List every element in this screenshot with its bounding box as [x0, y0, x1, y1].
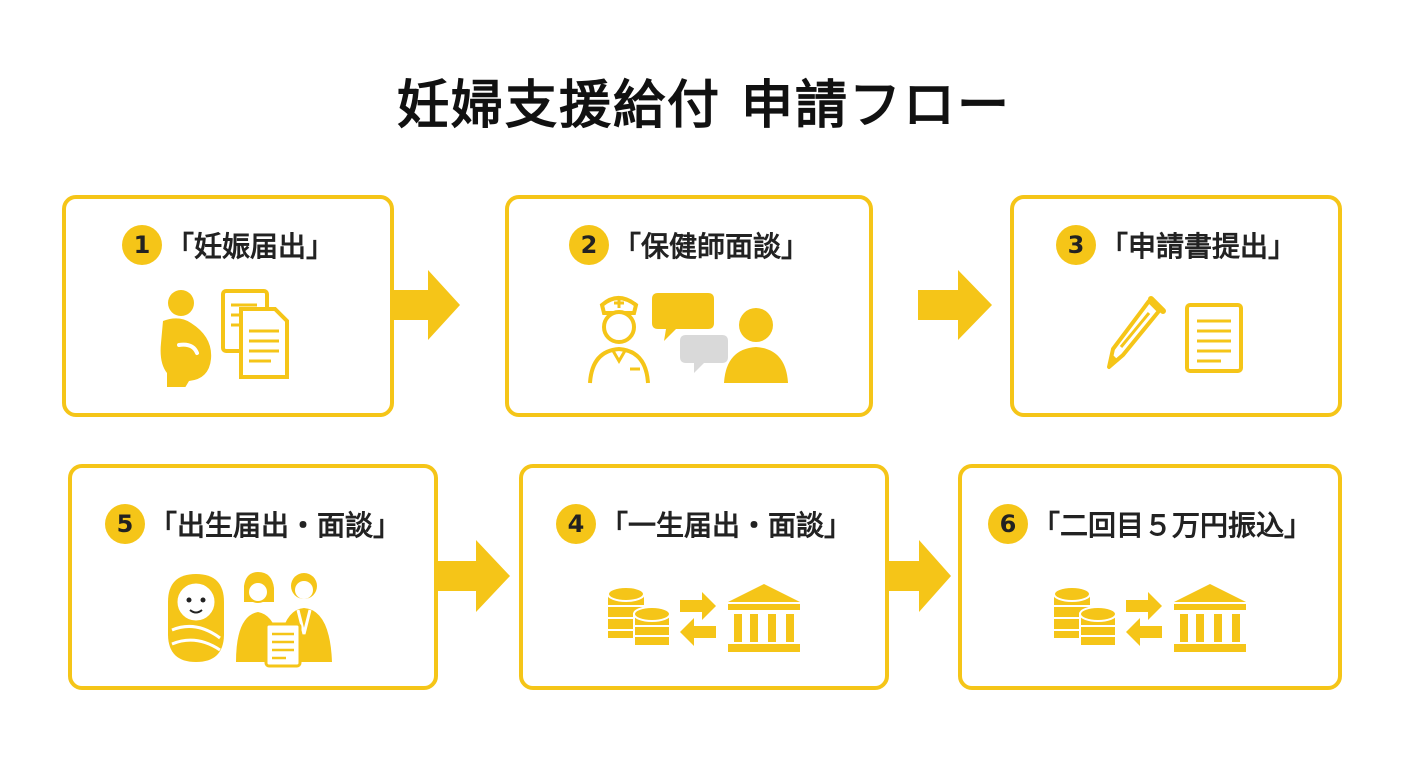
step-number-badge: 5	[104, 504, 145, 544]
step-header: 1 「妊娠届出」	[66, 225, 390, 265]
step-label: 「妊娠届出」	[165, 230, 334, 263]
step-icons	[1014, 295, 1338, 379]
page-title: 妊婦支援給付 申請フロー	[396, 76, 1012, 136]
coins-icon	[607, 586, 671, 647]
baby-icon	[168, 574, 224, 662]
step-icons	[72, 568, 434, 668]
step-label: 「申請書提出」	[1099, 230, 1296, 263]
step-header: 3 「申請書提出」	[1014, 225, 1338, 265]
exchange-arrows-icon	[680, 592, 716, 646]
bank-icon	[1174, 584, 1246, 652]
step-card-6: 6 「二回目５万円振込」	[958, 464, 1342, 690]
step-header: 5 「出生届出・面談」	[72, 504, 434, 544]
chat-bubbles-icon	[652, 293, 728, 373]
step-number-badge: 4	[555, 504, 596, 544]
step-card-5: 5 「出生届出・面談」	[68, 464, 438, 690]
exchange-arrows-icon	[1126, 592, 1162, 646]
step-header: 6 「二回目５万円振込」	[962, 504, 1338, 544]
document-icon	[1185, 303, 1243, 373]
flow-arrow-icon	[918, 270, 992, 340]
step-card-1: 1 「妊娠届出」	[62, 195, 394, 417]
step-header: 4 「一生届出・面談」	[523, 504, 885, 544]
step-number-badge: 2	[568, 225, 609, 265]
step-card-2: 2 「保健師面談」	[505, 195, 873, 417]
step-icons	[962, 580, 1338, 656]
pen-icon	[1107, 296, 1166, 369]
step-number-badge: 3	[1055, 225, 1096, 265]
step-card-3: 3 「申請書提出」	[1010, 195, 1342, 417]
coins-icon	[1053, 586, 1117, 647]
step-label: 「二回目５万円振込」	[1031, 509, 1312, 542]
step-number-badge: 1	[121, 225, 162, 265]
flow-arrow-icon	[438, 540, 510, 612]
step-card-4: 4 「一生届出・面談」	[519, 464, 889, 690]
pregnant-woman-icon	[160, 290, 212, 387]
flow-arrow-icon	[889, 540, 951, 612]
flow-arrow-icon	[394, 270, 460, 340]
step-header: 2 「保健師面談」	[509, 225, 869, 265]
step-icons	[509, 287, 869, 387]
step-label: 「出生届出・面談」	[148, 509, 401, 542]
step-label: 「保健師面談」	[612, 230, 809, 263]
document-icon	[264, 622, 302, 668]
step-icons	[523, 580, 885, 656]
documents-icon	[221, 289, 289, 379]
bank-icon	[728, 584, 800, 652]
step-icons	[66, 287, 390, 387]
person-icon	[724, 308, 788, 383]
step-number-badge: 6	[987, 504, 1028, 544]
step-label: 「一生届出・面談」	[599, 509, 852, 542]
nurse-icon	[588, 296, 650, 384]
